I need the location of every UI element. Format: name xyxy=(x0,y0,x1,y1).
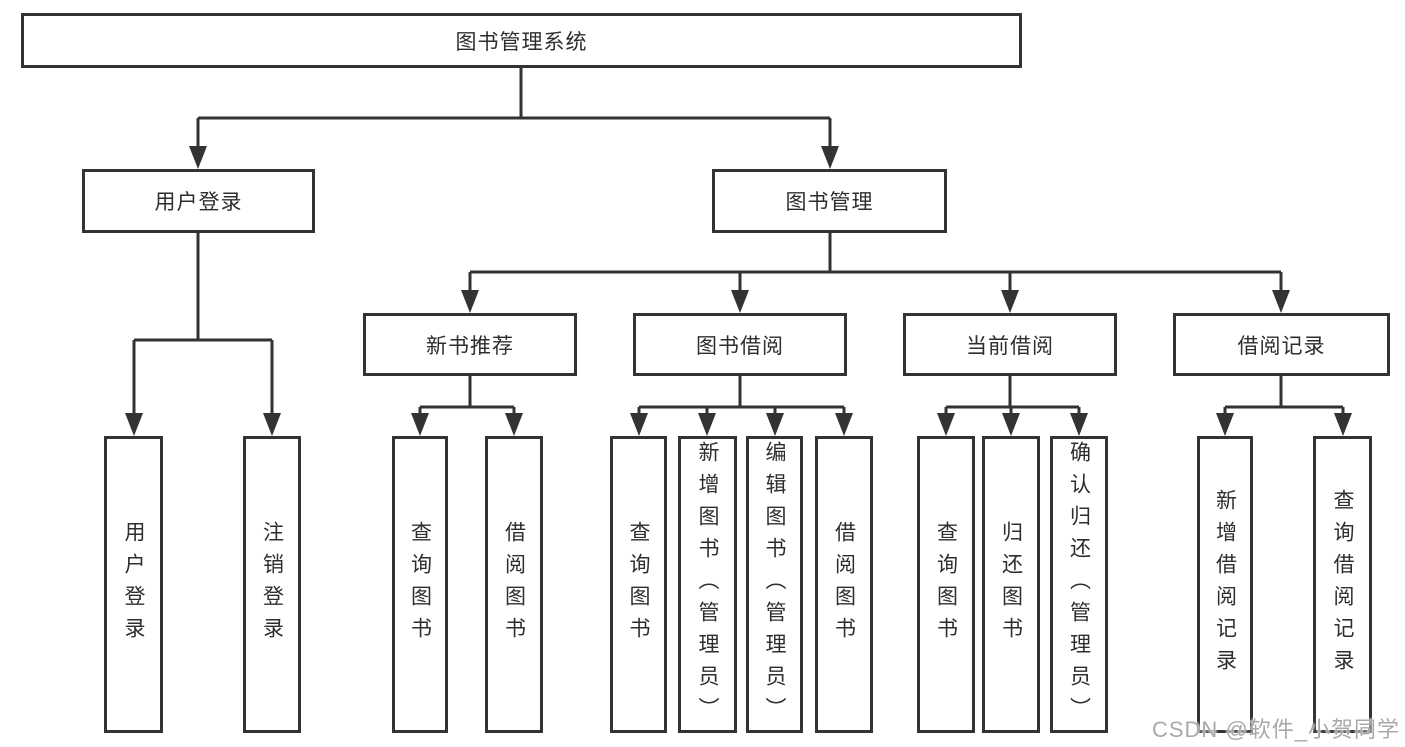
node-label: 用户登录 xyxy=(122,520,145,649)
arrow-down-icon xyxy=(411,413,429,436)
node-label: 用户登录 xyxy=(154,191,243,214)
arrow-down-icon xyxy=(821,146,839,169)
arrow-down-icon xyxy=(766,413,784,436)
csdn-watermark: CSDN @软件_小贺同学 xyxy=(1151,717,1400,742)
arrow-down-icon xyxy=(461,290,479,313)
leaf-query-books-recommend: 查询图书 xyxy=(392,436,448,733)
arrow-down-icon xyxy=(1272,290,1290,313)
arrow-down-icon xyxy=(1216,413,1234,436)
leaf-query-books-current: 查询图书 xyxy=(917,436,975,733)
node-new-book-recommendation: 新书推荐 xyxy=(363,313,577,376)
leaf-add-borrow-record: 新增借阅记录 xyxy=(1197,436,1253,733)
leaf-edit-books-admin: 编辑图书（管理员） xyxy=(746,436,803,733)
leaf-logout: 注销登录 xyxy=(243,436,301,733)
leaf-user-login: 用户登录 xyxy=(104,436,163,733)
node-borrowing-records: 借阅记录 xyxy=(1173,313,1390,376)
arrow-down-icon xyxy=(1334,413,1352,436)
arrow-down-icon xyxy=(698,413,716,436)
arrow-down-icon xyxy=(1070,413,1088,436)
node-label: 编辑图书（管理员） xyxy=(763,440,786,729)
node-user-login-module: 用户登录 xyxy=(82,169,315,233)
node-label: 新增图书（管理员） xyxy=(696,440,719,729)
node-label: 借阅图书 xyxy=(502,520,526,649)
leaf-query-borrow-record: 查询借阅记录 xyxy=(1313,436,1372,733)
node-label: 借阅记录 xyxy=(1237,334,1326,358)
arrow-down-icon xyxy=(630,413,648,436)
leaf-confirm-return-admin: 确认归还（管理员） xyxy=(1050,436,1108,733)
leaf-add-books-admin: 新增图书（管理员） xyxy=(678,436,737,733)
node-label: 查询图书 xyxy=(627,520,650,649)
node-label: 归还图书 xyxy=(999,520,1023,649)
arrow-down-icon xyxy=(263,413,281,436)
leaf-return-books: 归还图书 xyxy=(982,436,1040,733)
node-label: 新增借阅记录 xyxy=(1213,488,1237,681)
arrow-down-icon xyxy=(937,413,955,436)
node-root-library-system: 图书管理系统 xyxy=(21,13,1022,68)
arrow-down-icon xyxy=(1001,290,1019,313)
node-label: 查询图书 xyxy=(934,520,958,649)
arrow-down-icon xyxy=(731,290,749,313)
node-label: 图书管理 xyxy=(785,191,874,214)
leaf-borrow-books: 借阅图书 xyxy=(815,436,873,733)
node-label: 借阅图书 xyxy=(832,520,856,649)
node-label: 查询图书 xyxy=(408,520,432,649)
node-label: 图书管理系统 xyxy=(455,30,588,54)
leaf-borrow-books-recommend: 借阅图书 xyxy=(485,436,543,733)
node-current-borrowing: 当前借阅 xyxy=(903,313,1117,376)
node-label: 新书推荐 xyxy=(426,334,514,358)
arrow-down-icon xyxy=(505,413,523,436)
node-label: 确认归还（管理员） xyxy=(1067,440,1091,729)
node-label: 图书借阅 xyxy=(696,334,784,358)
node-book-borrowing: 图书借阅 xyxy=(633,313,847,376)
node-label: 查询借阅记录 xyxy=(1331,488,1354,681)
arrow-down-icon xyxy=(125,413,143,436)
arrow-down-icon xyxy=(1002,413,1020,436)
arrow-down-icon xyxy=(189,146,207,169)
arrow-down-icon xyxy=(835,413,853,436)
node-label: 当前借阅 xyxy=(966,334,1054,358)
node-label: 注销登录 xyxy=(260,520,284,649)
leaf-query-books-borrow: 查询图书 xyxy=(610,436,667,733)
node-book-management-module: 图书管理 xyxy=(712,169,947,233)
